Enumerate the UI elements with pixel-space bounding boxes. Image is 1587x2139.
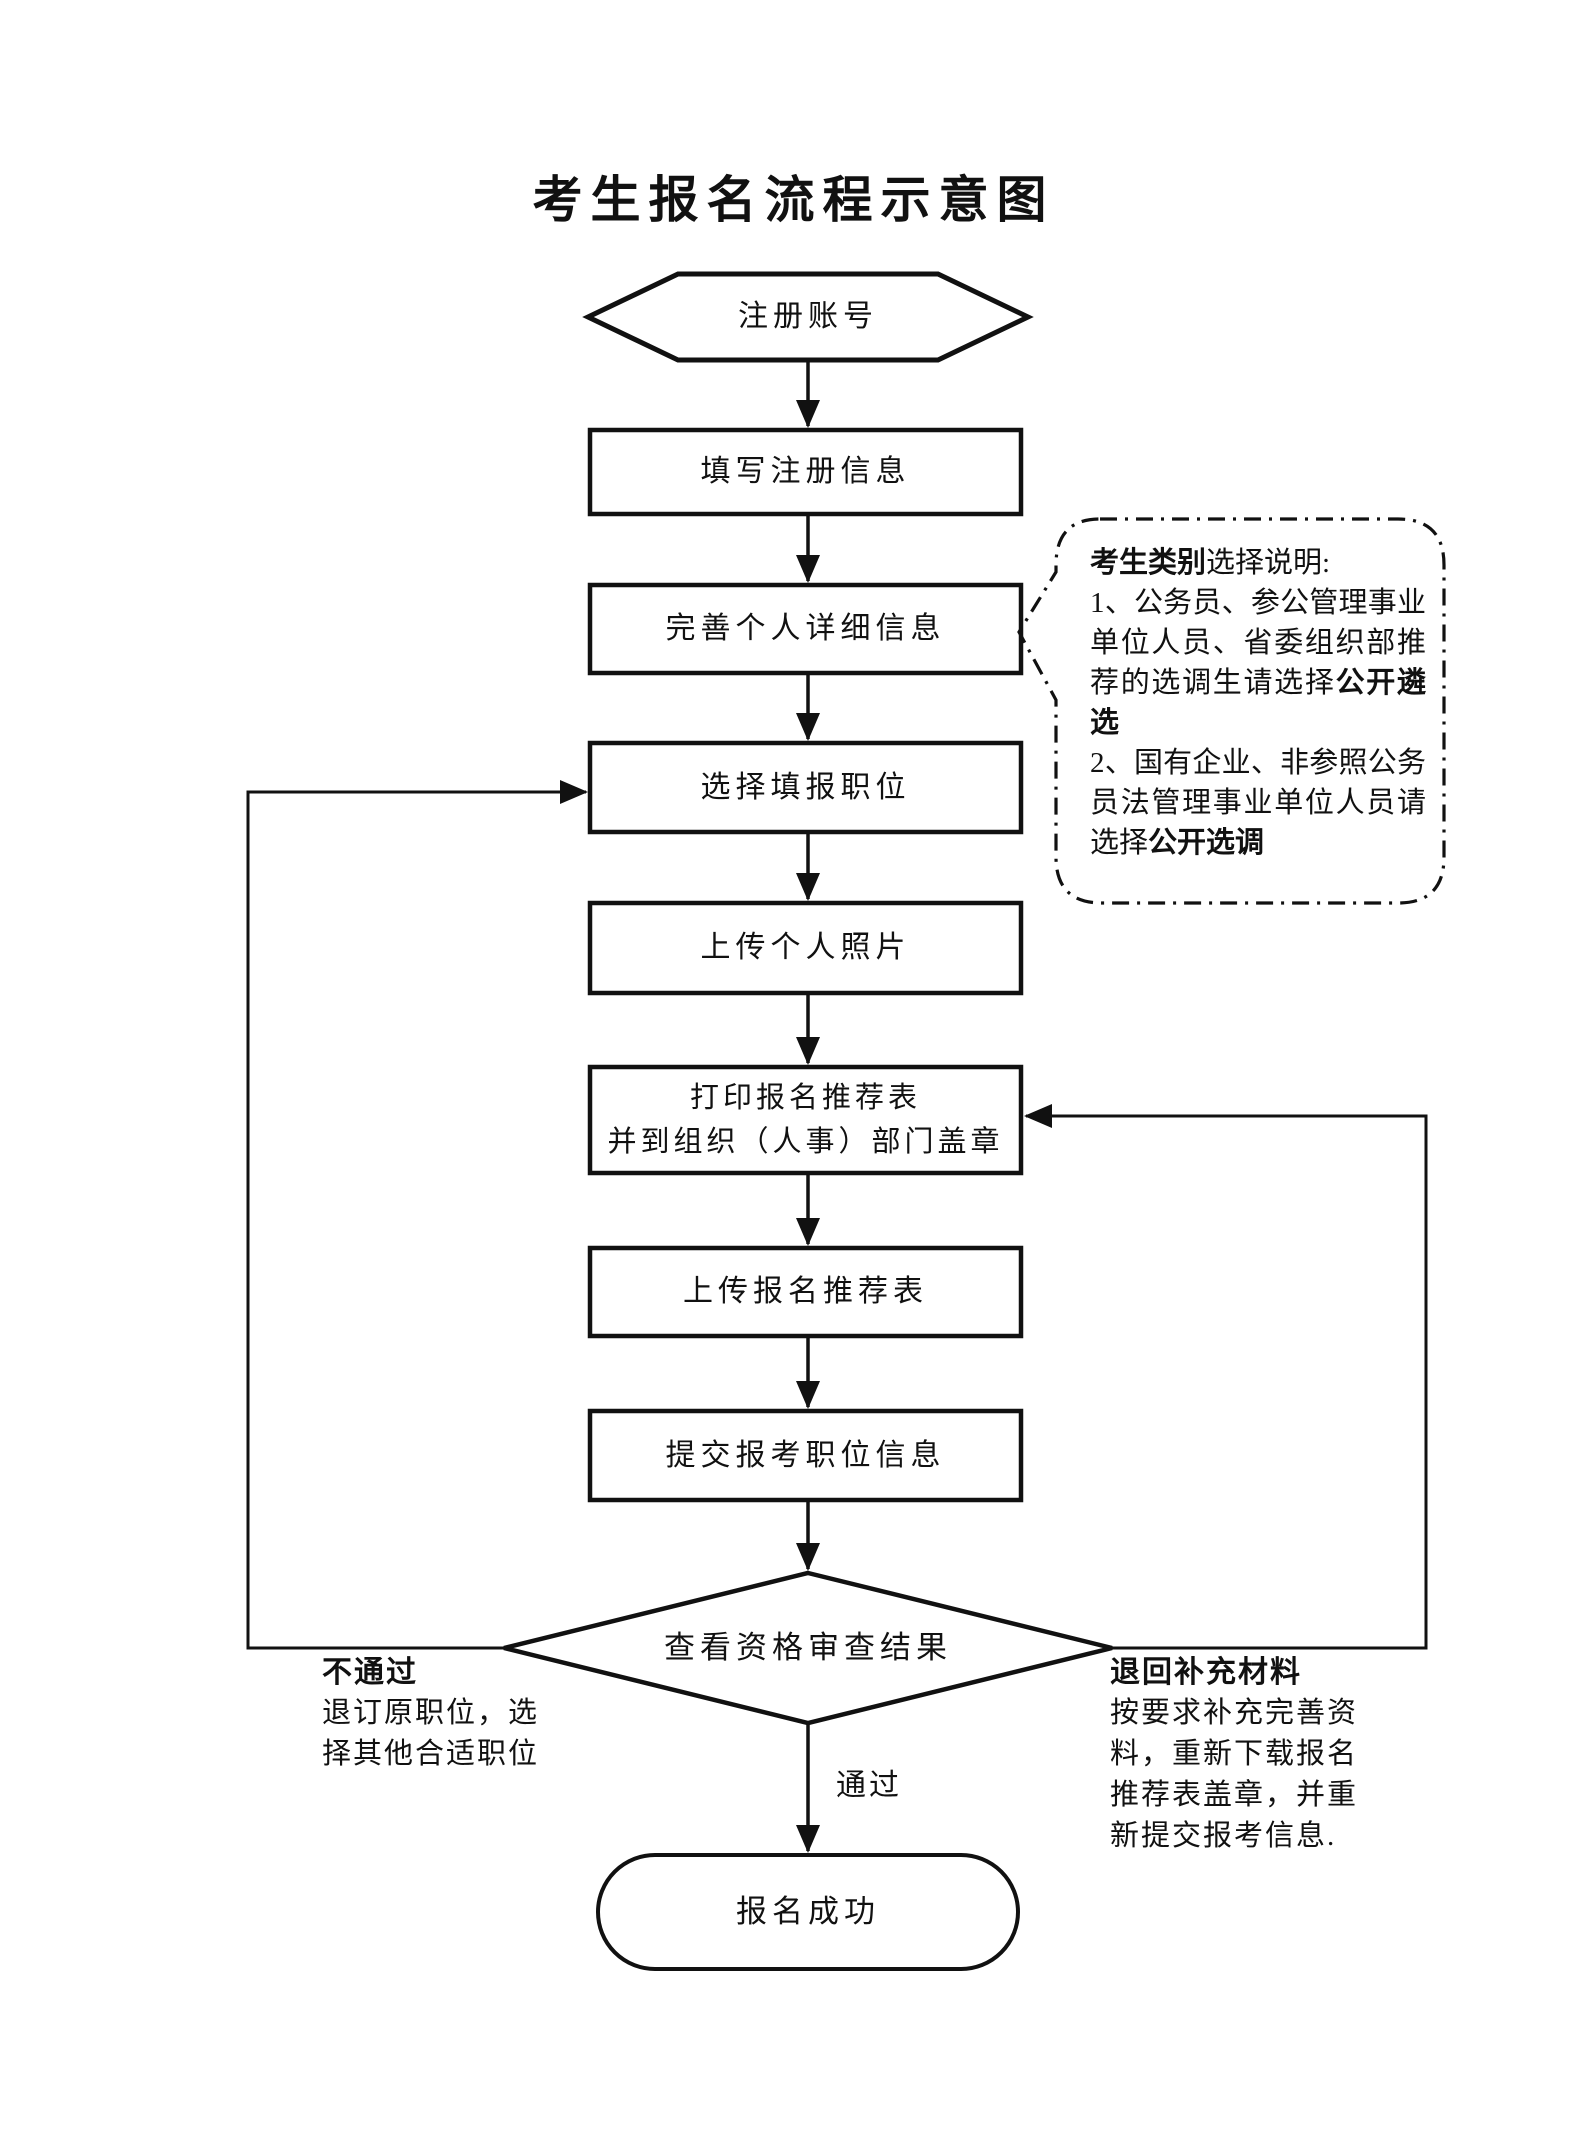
node-print-recommendation-form: 打印报名推荐表 并到组织（人事）部门盖章	[590, 1067, 1021, 1173]
node-upload-photo: 上传个人照片	[700, 931, 911, 965]
node-fill-registration-info: 填写注册信息	[700, 455, 911, 489]
candidate-category-note: 考生类别选择说明: 1、公务员、参公管理事业单位人员、省委组织部推荐的选调生请选…	[1090, 543, 1426, 863]
node-start-register-account: 注册账号	[738, 300, 878, 334]
branch-returned-line1: 按要求补充完善资	[1110, 1697, 1359, 1729]
process-box-print-recommendation-form	[587, 1064, 1024, 1176]
note-item-1: 1、公务员、参公管理事业单位人员、省委组织部推荐的选调生请选择公开遴选	[1090, 583, 1426, 743]
process-box-select-position	[587, 740, 1024, 835]
note-item-2: 2、国有企业、非参照公务员法管理事业单位人员请选择公开选调	[1090, 743, 1426, 863]
branch-returned-line3: 推荐表盖章，并重	[1110, 1779, 1359, 1811]
branch-note-fail: 不通过 退订原职位，选 择其他合适职位	[322, 1652, 652, 1775]
feedback-line-fail-to-select-position	[246, 780, 588, 1650]
note-item2-text: 2、国有企业、非参照公务员法管理事业单位人员请选择	[1090, 747, 1426, 859]
note-title-rest: 选择说明:	[1206, 547, 1331, 579]
process-box-upload-photo	[587, 900, 1024, 996]
note-title-bold: 考生类别	[1090, 547, 1207, 579]
node-print-form-line2: 并到组织（人事）部门盖章	[607, 1126, 1004, 1158]
note-item1-bold: 公开遴选	[1090, 667, 1426, 739]
node-select-position: 选择填报职位	[700, 770, 911, 804]
branch-returned-title: 退回补充材料	[1110, 1656, 1302, 1689]
note-item1-text: 1、公务员、参公管理事业单位人员、省委组织部推荐的选调生请选择	[1090, 587, 1426, 699]
node-submit-position-info: 提交报考职位信息	[665, 1438, 946, 1472]
branch-fail-line1: 退订原职位，选	[322, 1697, 540, 1729]
branch-fail-title: 不通过	[322, 1656, 418, 1689]
node-upload-recommendation-form: 上传报名推荐表	[683, 1275, 928, 1309]
node-complete-personal-details: 完善个人详细信息	[665, 612, 946, 646]
process-box-upload-recommendation-form	[587, 1245, 1024, 1339]
decision-diamond-shape	[503, 1570, 1113, 1726]
process-box-fill-registration-info	[587, 427, 1024, 517]
note-item2-bold: 公开选调	[1148, 827, 1265, 859]
branch-note-returned: 退回补充材料 按要求补充完善资 料，重新下载报名 推荐表盖章，并重 新提交报考信…	[1110, 1652, 1440, 1857]
branch-returned-line4: 新提交报考信息.	[1110, 1820, 1337, 1852]
page-title: 考生报名流程示意图	[532, 172, 1055, 228]
node-decision-review-result: 查看资格审查结果	[664, 1629, 952, 1665]
feedback-line-return-to-print-form	[1024, 1104, 1428, 1650]
terminal-pill-shape	[596, 1853, 1020, 1971]
process-box-submit-position-info	[587, 1408, 1024, 1503]
note-title: 考生类别选择说明:	[1090, 543, 1426, 583]
node-terminal-registration-success: 报名成功	[736, 1893, 880, 1929]
branch-returned-line2: 料，重新下载报名	[1110, 1738, 1359, 1770]
edge-label-pass: 通过	[836, 1769, 902, 1802]
node-print-form-line1: 打印报名推荐表	[689, 1082, 921, 1114]
note-balloon-outline	[1017, 517, 1446, 905]
branch-fail-line2: 择其他合适职位	[322, 1738, 540, 1770]
start-hexagon-shape	[582, 271, 1034, 363]
